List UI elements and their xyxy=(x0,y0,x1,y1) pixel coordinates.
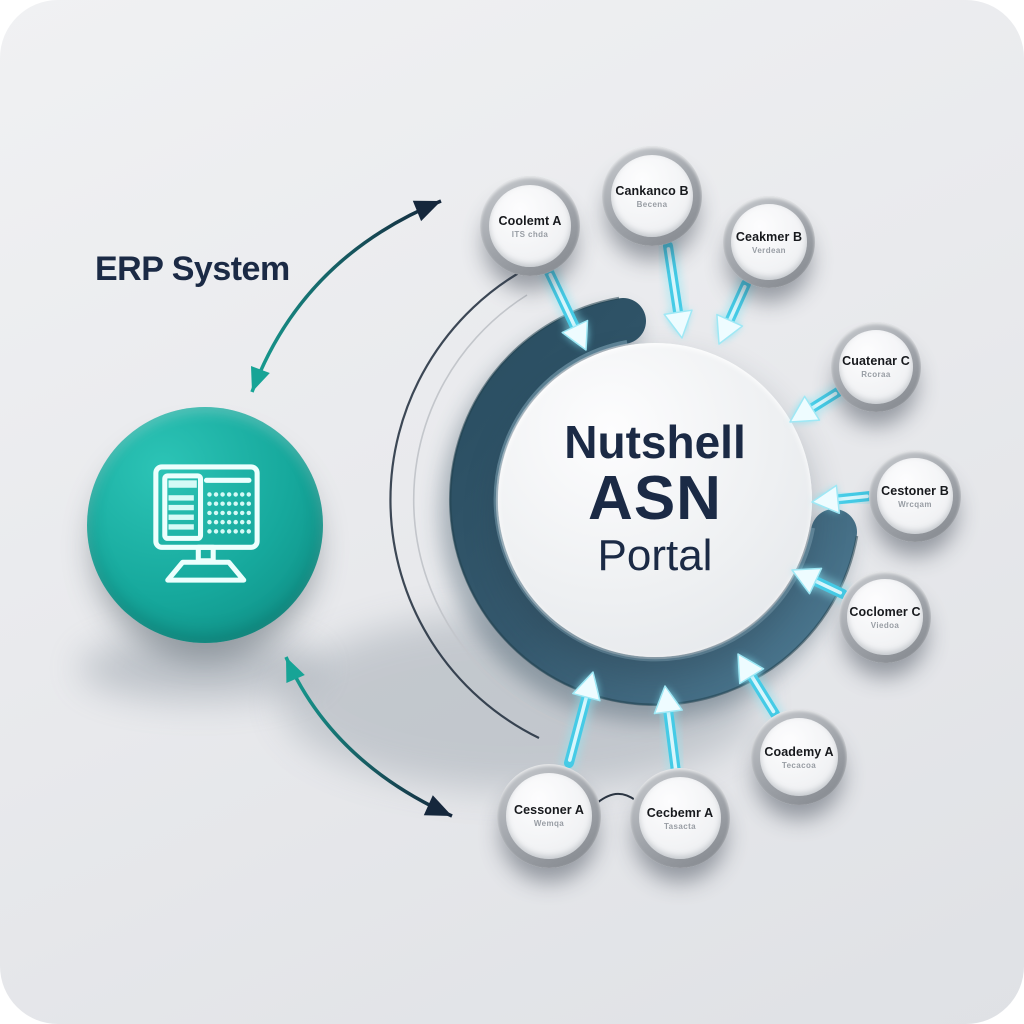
customer-node-face: Cankanco B Becena xyxy=(611,155,693,237)
customer-node-face: Ceakmer B Verdean xyxy=(731,204,807,280)
customer-node: Coclomer C Viedoa xyxy=(839,571,931,663)
customer-node-label: Cankanco B xyxy=(615,183,689,198)
customer-node-sub: Becena xyxy=(636,199,668,209)
inbound-arrow xyxy=(791,567,852,603)
customer-node-face: Cecbemr A Tasacta xyxy=(639,777,721,859)
customer-node-label: Cecbemr A xyxy=(646,805,714,820)
customer-node: Cestoner B Wrcqam xyxy=(869,450,961,542)
customer-node-face: Cuatenar C Rcoraa xyxy=(839,330,913,404)
customer-node: Cankanco B Becena xyxy=(602,146,702,246)
customer-node-face: Coclomer C Viedoa xyxy=(847,579,923,655)
customer-node: Cuatenar C Rcoraa xyxy=(831,322,921,412)
customer-node-sub: Wemqa xyxy=(533,819,565,829)
customer-node-sub: Wrcqam xyxy=(898,499,932,509)
inbound-arrow xyxy=(653,685,685,781)
customer-node-face: Coolemt A ITS chda xyxy=(489,185,571,267)
customer-node-label: Coclomer C xyxy=(849,604,921,619)
customer-node-face: Coademy A Tecacoa xyxy=(759,717,839,797)
inbound-arrow xyxy=(737,653,784,723)
customer-node-sub: ITS chda xyxy=(511,229,549,239)
asn-portal-circle: Nutshell ASN Portal xyxy=(498,343,812,657)
inbound-arrow xyxy=(540,263,589,351)
customer-node-sub: Tasacta xyxy=(663,821,696,831)
customer-node-sub: Verdean xyxy=(752,245,786,255)
erp-system-label: ERP System xyxy=(95,250,290,288)
customer-node-label: Cessoner A xyxy=(513,803,584,818)
customer-node: Ceakmer B Verdean xyxy=(723,196,815,288)
inbound-arrow xyxy=(560,671,601,772)
customer-node-face: Cestoner B Wrcqam xyxy=(877,458,953,534)
portal-title-line3: Portal xyxy=(597,531,713,581)
customer-node-sub: Tecacoa xyxy=(781,760,817,770)
sync-arrow-bottom xyxy=(284,656,453,818)
customer-node-sub: Viedoa xyxy=(870,620,900,630)
sync-arrow-top xyxy=(250,199,442,393)
portal-title-line2: ASN xyxy=(588,464,722,534)
customer-node-label: Cestoner B xyxy=(881,483,949,498)
customer-node: Cessoner A Wemqa xyxy=(497,764,601,868)
customer-node-label: Cuatenar C xyxy=(842,354,910,369)
customer-node-label: Coademy A xyxy=(764,744,834,759)
customer-node-label: Coolemt A xyxy=(498,213,562,228)
erp-system-icon-circle xyxy=(87,407,323,643)
customer-node: Coolemt A ITS chda xyxy=(480,176,580,276)
customer-node-sub: Rcoraa xyxy=(861,370,891,380)
inbound-arrow xyxy=(789,383,847,423)
inbound-arrow xyxy=(659,237,693,339)
inbound-arrow xyxy=(716,275,755,345)
inbound-arrow xyxy=(811,484,879,515)
computer-monitor-icon xyxy=(153,464,260,583)
customer-node: Coademy A Tecacoa xyxy=(751,709,847,805)
customer-node-face: Cessoner A Wemqa xyxy=(506,773,592,859)
erp-soft-shadow xyxy=(80,636,320,700)
customer-node: Cecbemr A Tasacta xyxy=(630,768,730,868)
portal-title-line1: Nutshell xyxy=(564,416,746,468)
customer-node-label: Ceakmer B xyxy=(735,229,803,244)
